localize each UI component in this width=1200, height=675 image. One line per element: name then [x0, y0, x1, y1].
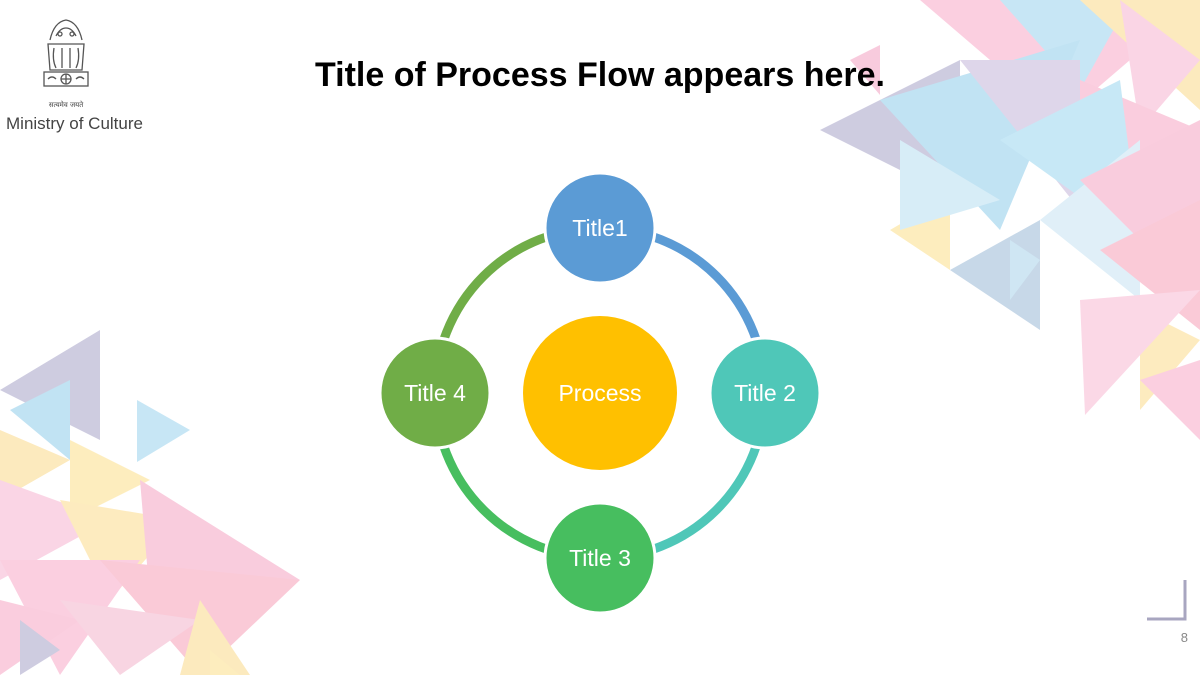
corner-bracket: [1147, 580, 1187, 621]
node-title1: Title1: [543, 171, 657, 285]
top-right-triangles: [820, 0, 1200, 440]
emblem-motto: सत्यमेव जयते: [48, 101, 84, 109]
node-title3-label: Title 3: [569, 545, 631, 571]
ministry-name: Ministry of Culture: [6, 114, 143, 133]
node-title1-label: Title1: [572, 215, 627, 241]
process-center-node: Process: [523, 316, 677, 470]
node-title2: Title 2: [708, 336, 822, 450]
node-title4-label: Title 4: [404, 380, 466, 406]
node-title2-label: Title 2: [734, 380, 796, 406]
national-emblem-icon: [43, 19, 89, 87]
node-title4: Title 4: [378, 336, 492, 450]
page-number: 8: [1180, 630, 1188, 645]
slide-title: Title of Process Flow appears here.: [314, 56, 885, 94]
process-center-label: Process: [558, 380, 641, 406]
node-title3: Title 3: [543, 501, 657, 615]
bottom-left-triangles: [0, 330, 300, 675]
